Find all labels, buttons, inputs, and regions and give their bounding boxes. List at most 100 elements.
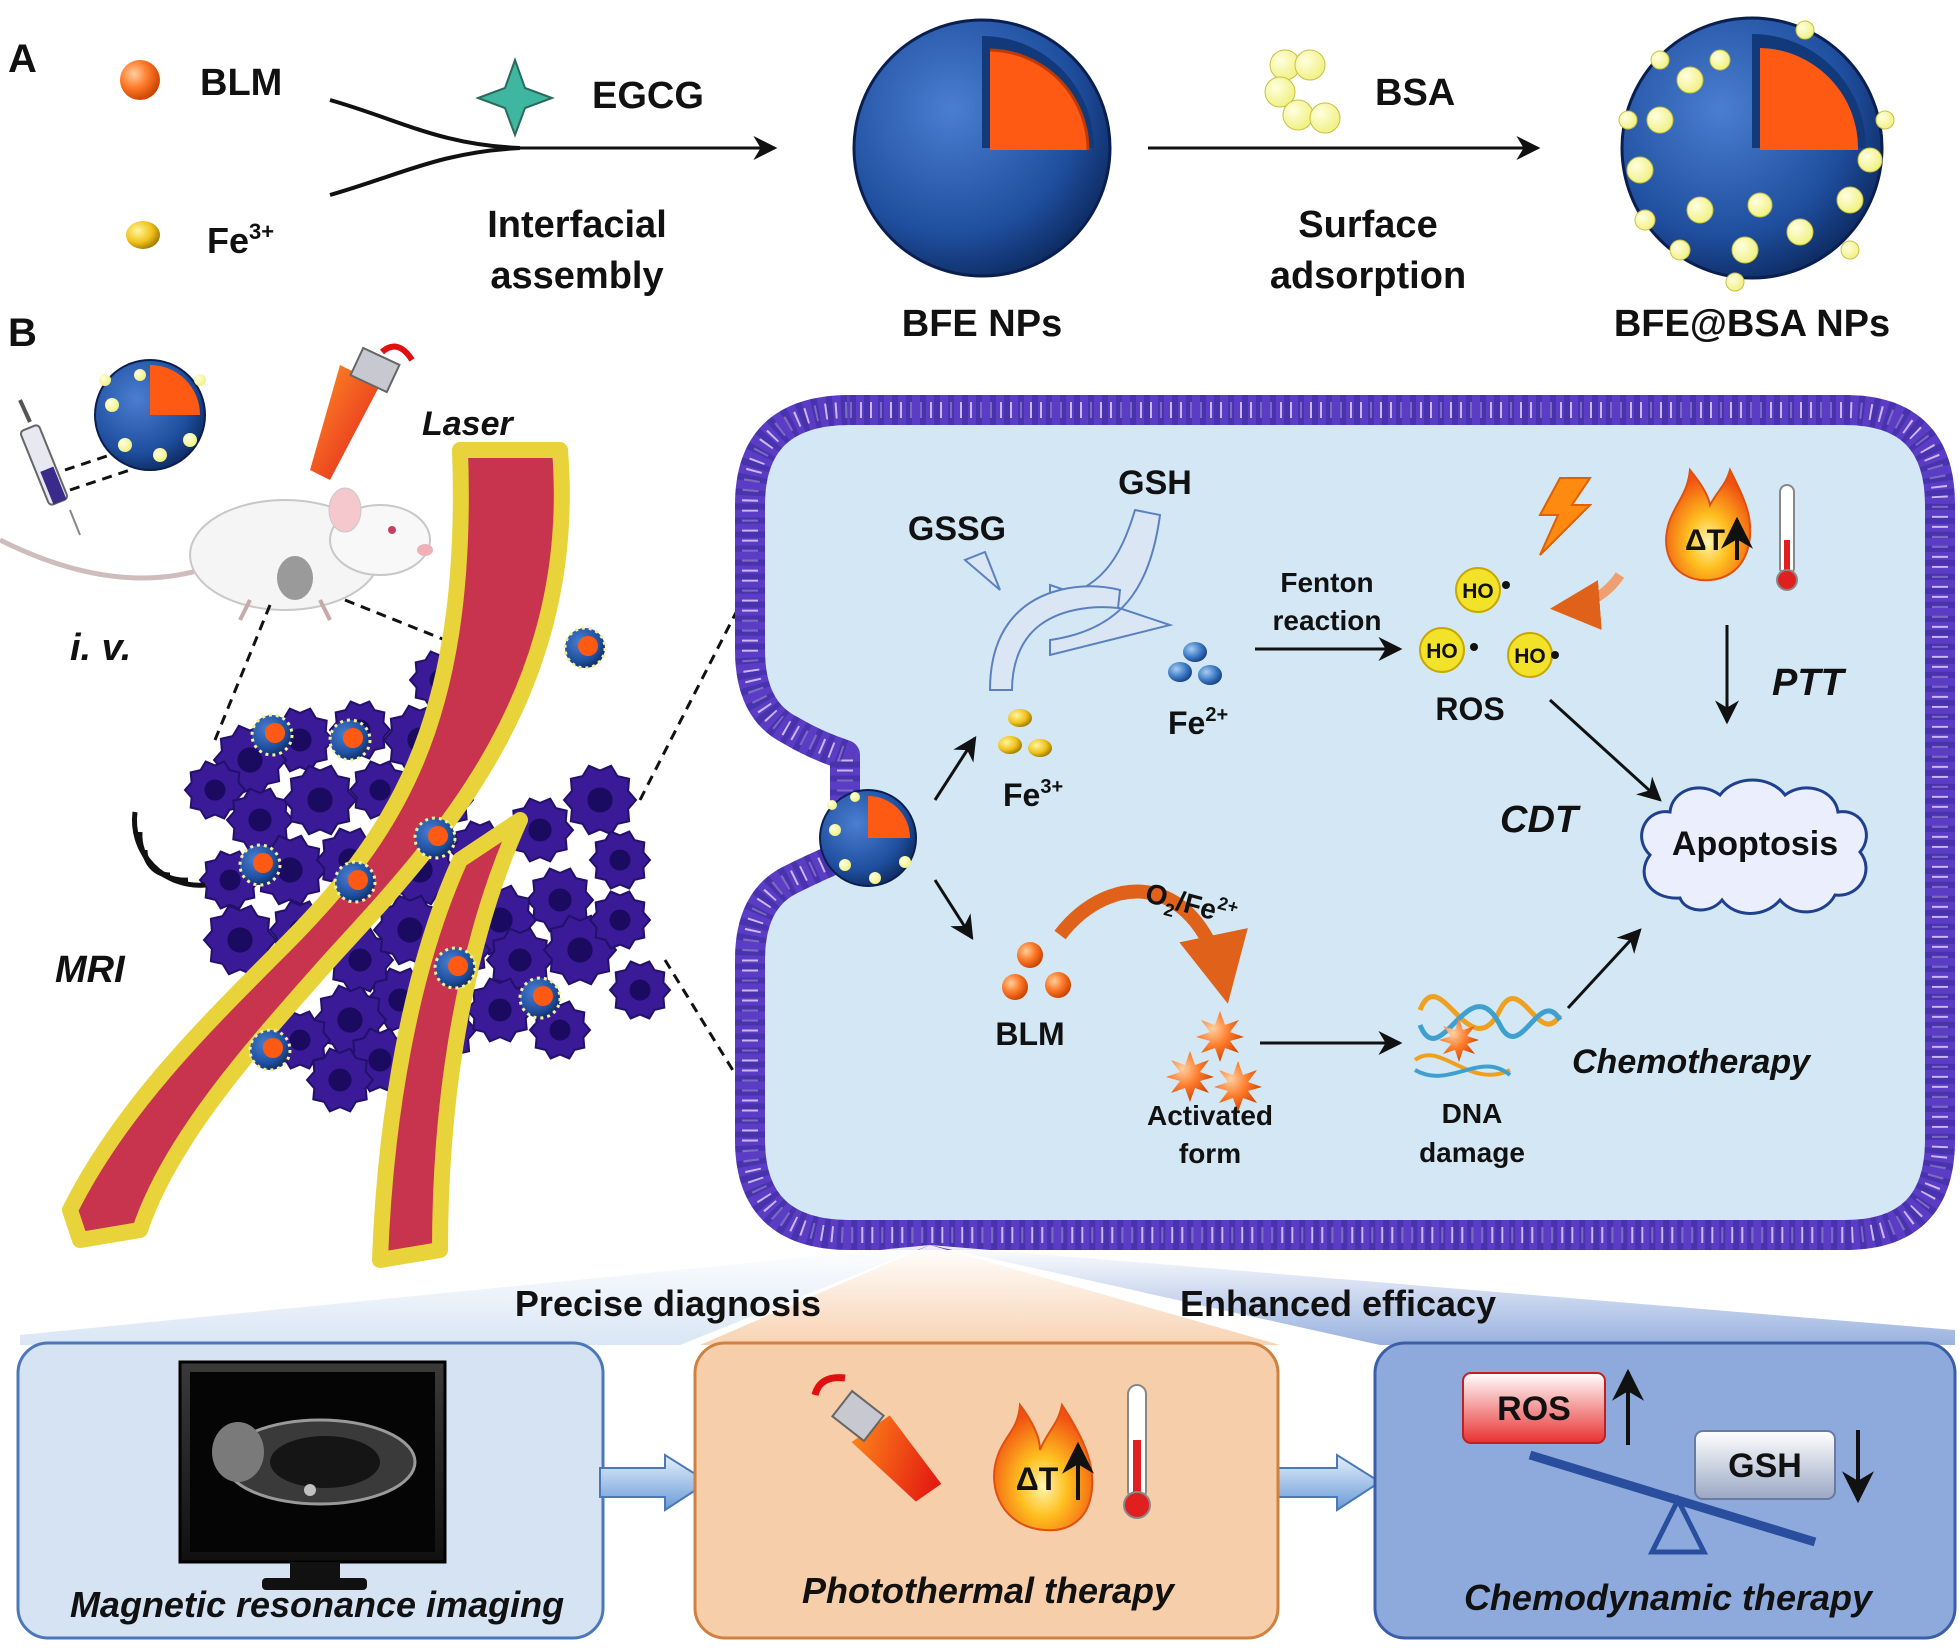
fenton-line1: Fenton [1280, 567, 1373, 598]
funnel-left [20, 1245, 930, 1345]
block-arrow-2 [1271, 1453, 1382, 1512]
activated-line1: Activated [1147, 1100, 1273, 1131]
step1-line1: Interfacial [487, 204, 667, 246]
syringe-icon [18, 399, 81, 536]
ptt-laser-icon [811, 1374, 942, 1502]
ptt-label: PTT [1772, 662, 1847, 704]
nanoparticle [413, 816, 457, 860]
bfe-bsa-label: BFE@BSA NPs [1614, 303, 1890, 345]
dna-line2: damage [1419, 1137, 1525, 1168]
endocytosed-nanoparticle-icon [819, 789, 917, 887]
nanoparticle [238, 843, 282, 887]
gsh-box [1694, 1430, 1836, 1500]
ros-label: ROS [1435, 691, 1504, 727]
step1-line2: assembly [490, 255, 663, 297]
apoptosis-cloud [1640, 778, 1868, 915]
zoom-line-cell-1 [638, 594, 747, 801]
apoptosis-label: Apoptosis [1672, 825, 1838, 863]
chemo-label: Chemotherapy [1572, 1043, 1812, 1081]
gsh-to-fe-arrow [1049, 508, 1174, 657]
bsa-label: BSA [1375, 72, 1455, 114]
tumor-cell [282, 764, 358, 836]
funnel-right [930, 1245, 1955, 1345]
nanoparticle [250, 713, 294, 757]
mouse-icon [0, 487, 433, 621]
fe3-ion-icon [126, 221, 160, 249]
ho-label-3: HO [1514, 645, 1546, 668]
cdt-label: CDT [1500, 799, 1581, 841]
heat-to-ros-arrow [1550, 572, 1625, 630]
ptt-thermometer-icon [1123, 1384, 1151, 1519]
arrow-dna-apoptosis [1566, 928, 1642, 1010]
mri-monitor-icon [178, 1360, 447, 1590]
merge-line-top [329, 98, 521, 150]
zoom-line-syringe-1 [64, 453, 111, 472]
delta-t-bottom-label: ΔT [1016, 1461, 1059, 1497]
gsh-box-label: GSH [1728, 1447, 1802, 1485]
mri-label: MRI [55, 949, 126, 991]
delta-t-cell-label: ΔT [1685, 524, 1725, 557]
seesaw-icon [1528, 1450, 1817, 1555]
gssg-label: GSSG [908, 510, 1006, 548]
ho-label-2: HO [1426, 640, 1458, 663]
dna-icon [1413, 994, 1563, 1078]
circulating-nanoparticles [238, 626, 607, 1072]
laser-icon [310, 343, 415, 480]
ros-box [1462, 1372, 1606, 1444]
blm-label: BLM [200, 62, 282, 104]
zoom-line-mouse-1 [213, 604, 272, 741]
blm-spheres-icon [1002, 942, 1071, 1000]
activated-line2: form [1179, 1138, 1241, 1169]
nanoparticle [328, 718, 372, 762]
fe3-to-gssg-arrow [988, 585, 1122, 691]
tumor-cell [562, 764, 638, 836]
iv-label: i. v. [70, 627, 131, 669]
thermometer-icon [1776, 484, 1798, 591]
dna-line1: DNA [1442, 1098, 1503, 1129]
activated-blm-icon [1166, 1011, 1262, 1112]
fe3-cell-label: Fe3+ [1003, 776, 1063, 813]
tumor-cell [183, 760, 247, 820]
step2-line1: Surface [1298, 204, 1437, 246]
fenton-line2: reaction [1273, 605, 1382, 636]
hydroxyl-radicals-icon [1419, 567, 1559, 678]
zoom-line-mouse-2 [344, 598, 496, 662]
laser-label: Laser [422, 405, 514, 443]
bsa-cluster-icon [1264, 49, 1341, 134]
nanoparticle [333, 860, 377, 904]
fe3-label: Fe3+ [207, 219, 274, 261]
ros-box-label: ROS [1497, 1390, 1571, 1428]
zoom-line-cell-2 [663, 959, 747, 1091]
tumor-cell [202, 904, 278, 976]
tumor-cell [608, 960, 672, 1020]
precise-diagnosis-label: Precise diagnosis [515, 1283, 821, 1324]
arrow-to-blm [933, 879, 974, 941]
cdt-caption: Chemodynamic therapy [1464, 1577, 1874, 1618]
ho-label-1: HO [1462, 580, 1494, 603]
bfe-label: BFE NPs [902, 303, 1062, 345]
fe2-label: Fe2+ [1168, 704, 1228, 741]
step2-line2: adsorption [1270, 255, 1466, 297]
fe3-ions-cell-icon [998, 709, 1052, 757]
funnel-mid [700, 1245, 1280, 1345]
mri-signal-icon [132, 811, 206, 888]
block-arrow-1 [599, 1453, 710, 1512]
nanoparticle [518, 976, 562, 1020]
ptt-flame-icon [993, 1402, 1094, 1532]
tumor-cell [588, 890, 652, 950]
blm-sphere-icon [120, 60, 160, 100]
nanoparticle [563, 626, 607, 670]
lightning-icon [1538, 477, 1593, 556]
bfe-bsa-nanoparticle-icon [1618, 16, 1895, 292]
egcg-label: EGCG [592, 75, 704, 117]
zoom-line-syringe-2 [69, 468, 131, 492]
tumor-cell [588, 830, 652, 890]
merge-line-bottom [329, 146, 521, 197]
bfe-nanoparticle-icon [852, 18, 1112, 278]
blood-vessel [62, 442, 570, 1268]
arrow-ros-apoptosis [1548, 698, 1662, 802]
ptt-caption: Photothermal therapy [802, 1570, 1176, 1611]
mri-caption: Magnetic resonance imaging [70, 1584, 564, 1625]
gssg-arrowhead [963, 550, 1001, 591]
